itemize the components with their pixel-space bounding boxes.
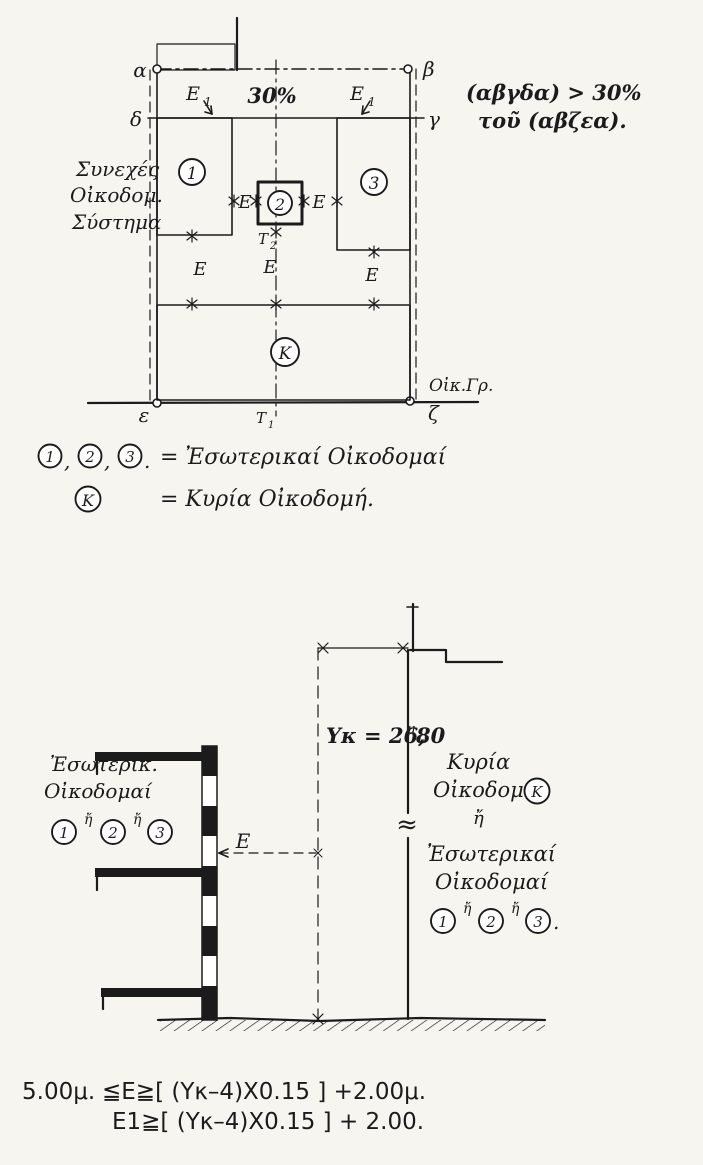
- legend-comma-1: ,: [64, 449, 70, 473]
- formula-line1-right: ≦E≧[ (Yκ–4)X0.15 ] +2.00μ.: [102, 1079, 426, 1105]
- svg-text:2: 2: [269, 241, 276, 252]
- section-e-label: E: [235, 829, 251, 853]
- coverage-note-line1: (αβγδα) > 30%: [466, 80, 641, 105]
- e1-arrows: [203, 100, 371, 115]
- building-line-label: Οἰκ.Γρ.: [429, 376, 493, 396]
- e-left-of-2-label: E: [237, 192, 251, 213]
- legend-comma-2: ,: [104, 449, 110, 473]
- svg-text:Οἰκοδομή: Οἰκοδομή: [433, 778, 537, 802]
- corner-gamma-label: γ: [428, 107, 440, 131]
- right-or-1: ἤ: [463, 900, 472, 917]
- svg-text:1: 1: [368, 95, 376, 109]
- system-text-line3: Σύστημα: [71, 210, 162, 234]
- svg-text:Ἐσωτερικαί: Ἐσωτερικαί: [427, 842, 557, 866]
- right-period: .: [553, 910, 559, 934]
- svg-text:80: 80: [415, 723, 446, 748]
- t1-label: T 1: [256, 409, 274, 431]
- e-col1-label: E: [192, 259, 206, 280]
- system-text-line1: Συνεχές: [75, 157, 160, 181]
- svg-text:Ἐσωτερικ.: Ἐσωτερικ.: [50, 752, 158, 776]
- e-col3-label: E: [364, 265, 378, 286]
- region-2-label: 2: [274, 195, 285, 214]
- left-or-1: ἤ: [84, 811, 93, 828]
- legend: 1 , 2 , 3 . = Ἐσωτερικαί Οἰκοδομαί K = Κ…: [37, 443, 448, 513]
- left-num-1: 1: [59, 824, 69, 842]
- svg-text:T: T: [258, 230, 269, 248]
- right-k: K: [530, 783, 543, 801]
- corner-alpha-label: α: [133, 58, 147, 82]
- region-2: 2: [256, 180, 304, 226]
- left-num-3: 3: [155, 824, 165, 842]
- region-1: 1: [156, 117, 233, 236]
- e1-right-label: E 1: [349, 83, 376, 109]
- legend-line2-text: = Κυρία Οἰκοδομή.: [160, 487, 374, 512]
- svg-text:E: E: [349, 83, 364, 105]
- formula-line2: E1≧[ (Yκ–4)X0.15 ] + 2.00.: [112, 1109, 424, 1135]
- legend-num-1: 1: [45, 448, 55, 466]
- legend-line1-text: = Ἐσωτερικαί Οἰκοδομαί: [160, 445, 448, 470]
- neighbour-block: [156, 16, 239, 72]
- system-text-line2: Οἰκοδομ.: [70, 183, 163, 207]
- height-measure: [317, 642, 409, 1020]
- t2-label: T 2: [258, 230, 276, 252]
- svg-text:μ: μ: [407, 722, 415, 737]
- yk-height-label: Yκ = 26, μ 80: [326, 722, 446, 748]
- svg-text:Οἰκοδομαί: Οἰκοδομαί: [44, 779, 153, 803]
- left-num-2: 2: [107, 824, 118, 842]
- corner-beta-label: β: [422, 57, 435, 81]
- corner-epsilon-label: ε: [139, 403, 150, 427]
- strip-percent-label: 30%: [247, 83, 296, 108]
- svg-text:1: 1: [268, 420, 274, 431]
- section-right-caption: Κυρία Οἰκοδομή K ἤ Ἐσωτερικαί Οἰκοδομαί …: [427, 750, 559, 934]
- right-num-3: 3: [533, 913, 543, 931]
- e-right-of-2-label: E: [311, 192, 325, 213]
- region-k: K: [156, 304, 411, 401]
- region-1-label: 1: [187, 164, 198, 184]
- legend-num-2: 2: [84, 448, 95, 466]
- right-or-2: ἤ: [511, 900, 520, 917]
- region-k-label: K: [278, 344, 293, 364]
- left-or-2: ἤ: [133, 811, 142, 828]
- svg-text:Κυρία: Κυρία: [446, 750, 510, 774]
- corner-delta-label: δ: [130, 107, 142, 131]
- section-diagram: Yκ = 26, μ 80 ≈: [44, 602, 559, 1031]
- main-building-wall: ≈: [396, 648, 418, 1021]
- interior-building-wall: [201, 745, 218, 1021]
- roof-outline: [406, 602, 504, 664]
- right-num-2: 2: [485, 913, 496, 931]
- legend-num-3: 3: [125, 448, 135, 466]
- corner-zeta-label: ζ: [428, 401, 440, 425]
- region-3-label: 3: [369, 174, 380, 194]
- svg-text:E: E: [185, 83, 200, 105]
- coverage-note-line2: τοῦ (αβζεα).: [478, 108, 627, 133]
- svg-text:Οἰκοδομαί: Οἰκοδομαί: [435, 870, 549, 894]
- e-col2-label: E: [262, 257, 276, 278]
- svg-text:1: 1: [204, 95, 212, 109]
- e1-left-label: E 1: [185, 83, 212, 109]
- legend-k: K: [81, 491, 95, 510]
- svg-text:T: T: [256, 409, 267, 427]
- right-or-main: ἤ: [473, 808, 484, 829]
- legend-period: .: [144, 449, 150, 473]
- formula-line1-left: 5.00μ.: [22, 1079, 95, 1105]
- break-approx-symbol: ≈: [396, 810, 418, 840]
- section-left-caption: Ἐσωτερικ. Οἰκοδομαί 1 ἤ 2 ἤ 3: [44, 752, 173, 845]
- floor-slabs: [95, 752, 203, 1011]
- formula-block: 5.00μ. ≦E≧[ (Yκ–4)X0.15 ] +2.00μ. E1≧[ (…: [22, 1079, 426, 1135]
- section-e-marker: E: [218, 829, 323, 858]
- plan-diagram: α β δ γ ε ζ 30% E 1 E 1 1: [70, 16, 641, 431]
- region-3: 3: [336, 117, 411, 251]
- ground: [156, 1013, 547, 1031]
- right-num-1: 1: [438, 913, 448, 931]
